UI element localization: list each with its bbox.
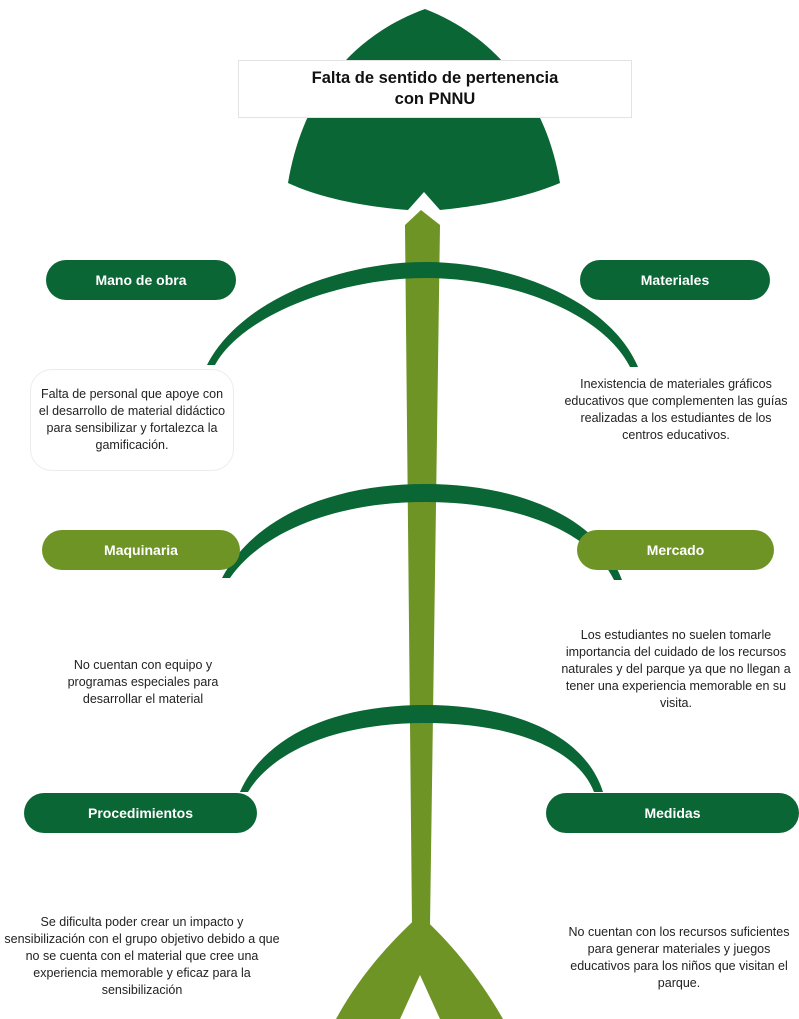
effect-title-line2: con PNNU bbox=[394, 90, 476, 108]
effect-title-line1: Falta de sentido de pertenencia bbox=[311, 69, 559, 87]
fish-spine bbox=[405, 210, 440, 925]
effect-title-box: Falta de sentido de pertenencia con PNNU bbox=[238, 60, 632, 118]
category-mano-de-obra: Mano de obra bbox=[46, 260, 236, 300]
category-mercado: Mercado bbox=[577, 530, 774, 570]
description-materiales: Inexistencia de materiales gráficos educ… bbox=[564, 377, 788, 442]
rib-middle bbox=[222, 484, 622, 580]
description-maquinaria: No cuentan con equipo y programas especi… bbox=[67, 658, 219, 706]
rib-upper bbox=[207, 262, 638, 367]
category-procedimientos: Procedimientos bbox=[24, 793, 257, 833]
category-medidas: Medidas bbox=[546, 793, 799, 833]
category-materiales: Materiales bbox=[580, 260, 770, 300]
description-procedimientos: Se dificulta poder crear un impacto y se… bbox=[4, 915, 280, 997]
category-maquinaria: Maquinaria bbox=[42, 530, 240, 570]
description-mano-de-obra: Falta de personal que apoye con el desar… bbox=[30, 369, 234, 471]
rib-lower bbox=[240, 705, 603, 792]
description-medidas: No cuentan con los recursos suficientes … bbox=[568, 925, 790, 990]
description-mercado: Los estudiantes no suelen tomarle import… bbox=[561, 628, 791, 710]
fish-tail bbox=[336, 915, 503, 1019]
